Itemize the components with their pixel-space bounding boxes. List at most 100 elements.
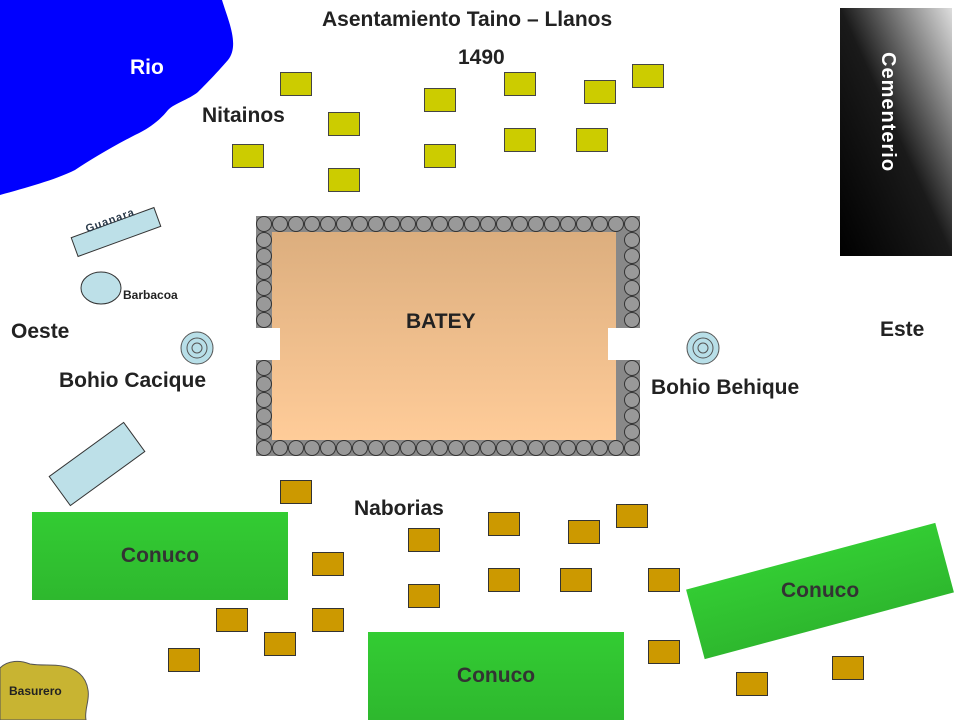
map-title: Asentamiento Taino – Llanos bbox=[322, 8, 613, 31]
batey-plaza bbox=[272, 232, 616, 440]
basurero-shape bbox=[0, 660, 89, 720]
batey-stone bbox=[624, 424, 640, 440]
este-label: Este bbox=[880, 318, 925, 341]
batey-stone bbox=[448, 440, 464, 456]
batey-stone bbox=[432, 440, 448, 456]
batey-stone bbox=[368, 216, 384, 232]
nitaino-hut bbox=[424, 88, 456, 112]
river-shore bbox=[0, 0, 206, 150]
batey-stone bbox=[400, 440, 416, 456]
batey-stone bbox=[560, 216, 576, 232]
batey-stone bbox=[256, 440, 272, 456]
storage-building bbox=[48, 421, 146, 507]
batey-stone bbox=[256, 216, 272, 232]
batey-stone bbox=[256, 296, 272, 312]
nitaino-hut bbox=[328, 112, 360, 136]
batey-stone bbox=[624, 280, 640, 296]
oeste-label: Oeste bbox=[11, 320, 70, 343]
batey-stones bbox=[256, 216, 640, 456]
guanara-shape bbox=[70, 206, 162, 258]
nitainos-label: Nitainos bbox=[202, 104, 285, 127]
batey-stone bbox=[400, 216, 416, 232]
conuco-field-west: Conuco bbox=[32, 512, 288, 600]
batey-stone bbox=[320, 216, 336, 232]
naboria-hut bbox=[832, 656, 864, 680]
naboria-hut bbox=[616, 504, 648, 528]
batey-stone bbox=[560, 440, 576, 456]
naboria-hut bbox=[488, 568, 520, 592]
batey-stone bbox=[272, 440, 288, 456]
batey-stone bbox=[624, 296, 640, 312]
nitaino-hut bbox=[232, 144, 264, 168]
batey-stone bbox=[576, 216, 592, 232]
naborias-label: Naborias bbox=[354, 497, 444, 520]
naboria-hut bbox=[560, 568, 592, 592]
batey-stone bbox=[256, 424, 272, 440]
batey-stone bbox=[256, 264, 272, 280]
naboria-hut bbox=[264, 632, 296, 656]
naboria-hut bbox=[488, 512, 520, 536]
batey-stone bbox=[288, 440, 304, 456]
batey-stone bbox=[288, 216, 304, 232]
nitaino-hut bbox=[584, 80, 616, 104]
batey-stone bbox=[480, 440, 496, 456]
naboria-hut bbox=[736, 672, 768, 696]
batey-stone bbox=[624, 376, 640, 392]
naboria-hut bbox=[312, 608, 344, 632]
batey-stone bbox=[304, 440, 320, 456]
batey-stone bbox=[336, 440, 352, 456]
cementerio-zone bbox=[840, 8, 952, 256]
barbacoa-shape bbox=[80, 271, 122, 305]
nitaino-hut bbox=[632, 64, 664, 88]
naboria-hut bbox=[648, 640, 680, 664]
batey-stone bbox=[384, 216, 400, 232]
batey-stone bbox=[544, 216, 560, 232]
batey-stone bbox=[576, 440, 592, 456]
nitaino-hut bbox=[280, 72, 312, 96]
nitaino-hut bbox=[328, 168, 360, 192]
batey-stone bbox=[512, 216, 528, 232]
conuco-field-south: Conuco bbox=[368, 632, 624, 720]
conuco-label: Conuco bbox=[120, 544, 200, 567]
batey-stone bbox=[496, 440, 512, 456]
naboria-hut bbox=[408, 584, 440, 608]
batey-stone bbox=[592, 440, 608, 456]
conuco-label: Conuco bbox=[456, 664, 536, 687]
batey-stone bbox=[256, 360, 272, 376]
barbacoa-label: Barbacoa bbox=[123, 288, 178, 302]
nitaino-hut bbox=[504, 72, 536, 96]
batey-stone bbox=[336, 216, 352, 232]
batey-stone bbox=[352, 216, 368, 232]
batey-stone bbox=[624, 360, 640, 376]
batey-stone bbox=[256, 232, 272, 248]
batey-stone bbox=[624, 408, 640, 424]
cementerio-label: Cementerio bbox=[877, 52, 899, 173]
batey-stone bbox=[528, 216, 544, 232]
naboria-hut bbox=[312, 552, 344, 576]
batey-stone bbox=[272, 216, 288, 232]
bohio-cacique-label: Bohio Cacique bbox=[59, 369, 207, 392]
batey-stone bbox=[528, 440, 544, 456]
batey-stone bbox=[368, 440, 384, 456]
batey-stone bbox=[304, 216, 320, 232]
batey-entrance-west bbox=[248, 328, 280, 360]
bohio-behique-hut bbox=[686, 331, 720, 365]
basurero-label: Basurero bbox=[9, 684, 62, 698]
batey-stone bbox=[464, 440, 480, 456]
batey-stone bbox=[256, 248, 272, 264]
batey-entrance-east bbox=[608, 328, 640, 360]
batey-stone bbox=[624, 392, 640, 408]
naboria-hut bbox=[408, 528, 440, 552]
batey-stone bbox=[320, 440, 336, 456]
batey-label: BATEY bbox=[406, 310, 476, 333]
batey-stone bbox=[480, 216, 496, 232]
batey-stone bbox=[608, 216, 624, 232]
bohio-cacique-hut bbox=[180, 331, 214, 365]
batey-stone bbox=[256, 280, 272, 296]
batey-stone bbox=[624, 232, 640, 248]
batey-stone bbox=[624, 440, 640, 456]
batey-stone bbox=[624, 312, 640, 328]
batey-stone bbox=[624, 216, 640, 232]
batey-stone bbox=[496, 216, 512, 232]
